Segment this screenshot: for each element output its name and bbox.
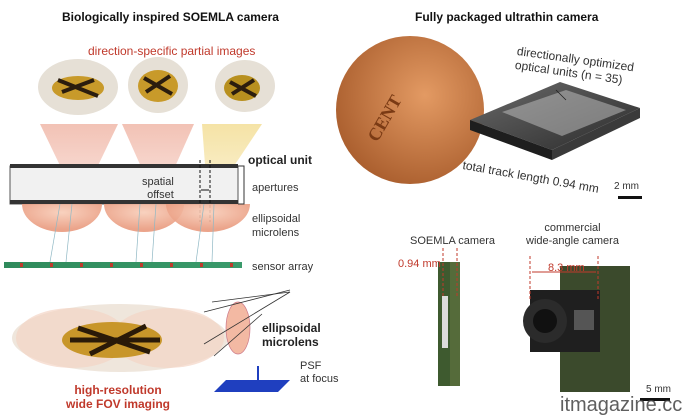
ellipsoidal-microlens-title: ellipsoidal microlens: [262, 321, 321, 349]
partial-image-right: [215, 60, 275, 112]
apertures-label: apertures: [252, 182, 299, 194]
psf-label: PSF at focus: [300, 360, 339, 385]
composite-wasp-image: [12, 304, 228, 372]
microlens-2: [104, 204, 184, 232]
microlens-3: [166, 204, 250, 232]
scale-bar-top: [618, 196, 642, 199]
sensor-array-label: sensor array: [252, 261, 314, 273]
partial-image-left: [38, 59, 118, 115]
soemla-module-photo: [438, 262, 460, 386]
soemla-dimension-label: 0.94 mm: [398, 258, 441, 270]
commercial-module-photo: [523, 266, 630, 392]
sensor-array: [4, 262, 242, 268]
optical-unit-label: optical unit: [248, 153, 312, 167]
rays: [49, 203, 215, 263]
imaging-label: high-resolution wide FOV imaging: [66, 383, 171, 411]
aperture-layer: [10, 164, 238, 168]
sensor-pixels: [20, 263, 233, 267]
penny-coin: [336, 36, 484, 184]
watermark: itmagazine.cc: [560, 394, 683, 416]
soemla-camera-label: SOEMLA camera: [410, 235, 495, 247]
scale-top-label: 2 mm: [614, 181, 639, 192]
packaged-chip: [470, 82, 640, 160]
commercial-camera-label: commercial wide-angle camera: [526, 222, 619, 247]
psf-shape: [214, 366, 290, 392]
partial-image-center: [128, 57, 188, 113]
left-panel-title: Biologically inspired SOEMLA camera: [62, 10, 279, 24]
partial-images-label: direction-specific partial images: [88, 44, 256, 58]
spatial-offset-label: spatial offset: [142, 176, 174, 201]
microlens-label: ellipsoidal microlens: [252, 213, 301, 239]
units-pointer: [555, 89, 567, 101]
scale-bar-bottom: [640, 398, 670, 401]
microlens-1: [22, 204, 102, 232]
microlens-base: [10, 200, 238, 204]
optical-unit-bracket: [238, 165, 245, 205]
scale-bottom-label: 5 mm: [646, 384, 671, 395]
microlens-ray-diagram: [203, 289, 291, 357]
commercial-dimension-label: 8.3 mm: [548, 262, 585, 274]
right-panel-title: Fully packaged ultrathin camera: [415, 10, 599, 24]
